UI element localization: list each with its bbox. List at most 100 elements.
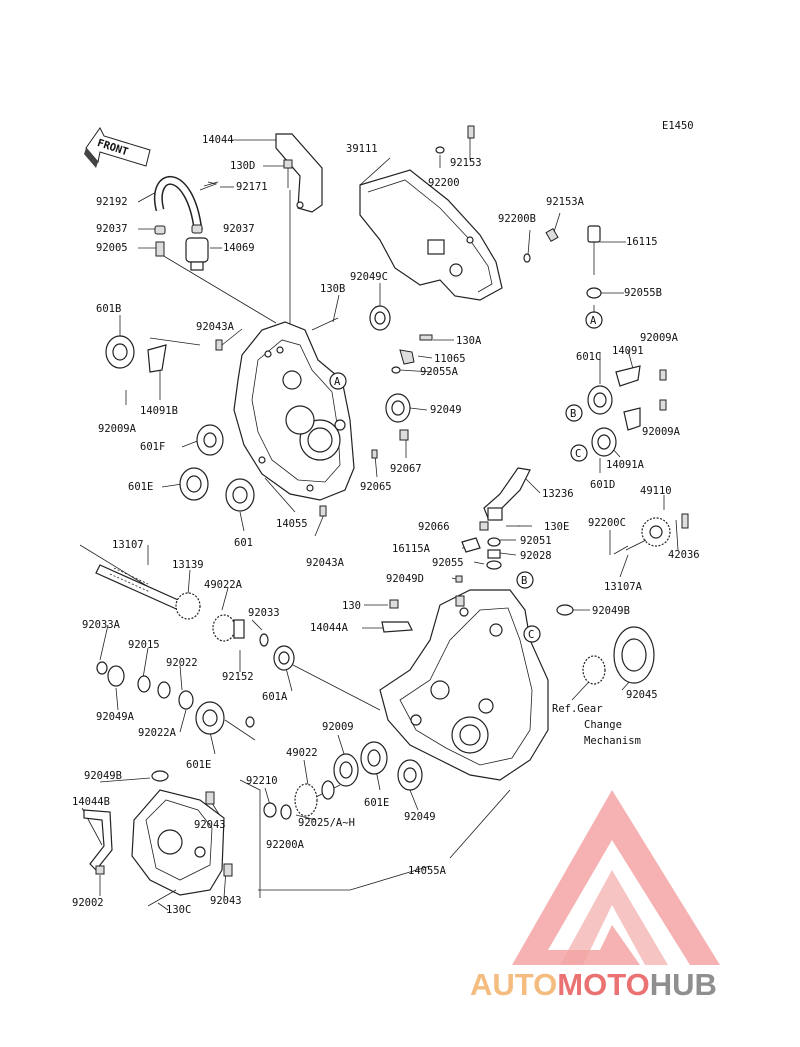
part-label: 601F <box>140 441 165 453</box>
part-label: 49022 <box>286 747 318 759</box>
part-label: 601E <box>128 481 153 493</box>
part-label: 92015 <box>128 639 160 651</box>
part-label: 49022A <box>204 579 243 591</box>
part-label: 42036 <box>668 549 700 561</box>
reference-markers: A A B C B C <box>329 311 603 643</box>
ref-note-line-3: Mechanism <box>584 735 641 747</box>
part-label: 92009A <box>642 426 681 438</box>
watermark-auto: AUTO <box>470 967 557 1002</box>
part-label: 92200B <box>498 213 536 225</box>
marker-a-sensor: A <box>585 311 603 329</box>
part-label: 92049C <box>350 271 388 283</box>
part-label: 601A <box>262 691 288 703</box>
svg-text:C: C <box>575 448 581 460</box>
svg-text:A: A <box>334 376 341 388</box>
part-label: 92025/A~H <box>298 817 355 829</box>
part-label: 92049B <box>592 605 630 617</box>
part-label: 92049 <box>430 404 462 416</box>
part-label: 92033 <box>248 607 280 619</box>
part-label: 92153 <box>450 157 482 169</box>
part-label: 92066 <box>418 521 450 533</box>
watermark-hub: HUB <box>650 967 717 1002</box>
part-label: 92002 <box>72 897 104 909</box>
svg-text:B: B <box>570 408 576 420</box>
part-label: 92200C <box>588 517 626 529</box>
part-label: 130A <box>456 335 482 347</box>
part-label: 92055B <box>624 287 662 299</box>
part-label: 92043A <box>196 321 235 333</box>
part-label: 92171 <box>236 181 268 193</box>
part-label: 130B <box>320 283 345 295</box>
part-label: 601 <box>234 537 253 549</box>
svg-text:C: C <box>528 629 534 641</box>
part-shapes <box>83 125 689 907</box>
part-label: 92049 <box>404 811 436 823</box>
part-label: 16115 <box>626 236 658 248</box>
part-label: 92152 <box>222 671 254 683</box>
gear-change-reference-note: Ref.Gear Change Mechanism <box>552 703 641 747</box>
part-label: 49110 <box>640 485 672 497</box>
automotohub-watermark: AUTOMOTOHUB <box>470 790 720 1002</box>
part-label: 14055 <box>276 518 308 530</box>
part-label: 601E <box>186 759 211 771</box>
part-label: 92049D <box>386 573 424 585</box>
part-label: 14055A <box>408 865 447 877</box>
part-label: 92037 <box>223 223 255 235</box>
part-label: 92028 <box>520 550 552 562</box>
part-label: 92045 <box>626 689 658 701</box>
part-label: 130E <box>544 521 569 533</box>
part-label: 92005 <box>96 242 128 254</box>
part-label: 601B <box>96 303 121 315</box>
part-label: 92043A <box>306 557 345 569</box>
diagram-code: E1450 <box>662 120 694 132</box>
part-label: 14044A <box>310 622 349 634</box>
part-label: 601D <box>590 479 615 491</box>
svg-text:AUTOMOTOHUB: AUTOMOTOHUB <box>470 967 717 1002</box>
part-label: 92210 <box>246 775 278 787</box>
part-label: 92043 <box>210 895 242 907</box>
part-label: 14069 <box>223 242 255 254</box>
part-label: 14091A <box>606 459 645 471</box>
part-label: 14091B <box>140 405 178 417</box>
watermark-logo-triangle <box>512 790 720 965</box>
part-label: 92200A <box>266 839 305 851</box>
part-label: 13107A <box>604 581 643 593</box>
part-label: 92022A <box>138 727 177 739</box>
ref-note-line-2: Change <box>584 719 622 731</box>
part-label: 130C <box>166 904 191 916</box>
part-label: 39111 <box>346 143 378 155</box>
part-label: 92009A <box>98 423 137 435</box>
part-label: 14044 <box>202 134 234 146</box>
marker-a-top: A <box>329 372 347 390</box>
part-label: 601E <box>364 797 389 809</box>
svg-text:B: B <box>521 575 527 587</box>
leader-lines <box>79 138 679 911</box>
part-label: 92067 <box>390 463 422 475</box>
part-label: 130 <box>342 600 361 612</box>
part-label: 13107 <box>112 539 144 551</box>
part-label: 92200 <box>428 177 460 189</box>
front-arrow-icon: FRONT <box>84 127 151 168</box>
part-label: 13236 <box>542 488 574 500</box>
part-label: 92055A <box>420 366 459 378</box>
part-label: 92009 <box>322 721 354 733</box>
part-label: 13139 <box>172 559 204 571</box>
part-label: 92065 <box>360 481 392 493</box>
part-label: 92033A <box>82 619 121 631</box>
ref-note-line-1: Ref.Gear <box>552 703 603 715</box>
part-label: 130D <box>230 160 255 172</box>
part-label: 16115A <box>392 543 431 555</box>
watermark-logo-inner <box>560 870 668 965</box>
marker-b-top: B <box>565 404 583 422</box>
part-label: 601C <box>576 351 601 363</box>
marker-b-case: B <box>516 571 534 589</box>
part-label: 92192 <box>96 196 128 208</box>
part-label: 92153A <box>546 196 585 208</box>
svg-text:A: A <box>590 315 597 327</box>
part-label: 11065 <box>434 353 466 365</box>
part-label: 14091 <box>612 345 644 357</box>
part-label: 92049A <box>96 711 135 723</box>
watermark-moto: MOTO <box>557 967 649 1002</box>
part-label: 92043 <box>194 819 226 831</box>
